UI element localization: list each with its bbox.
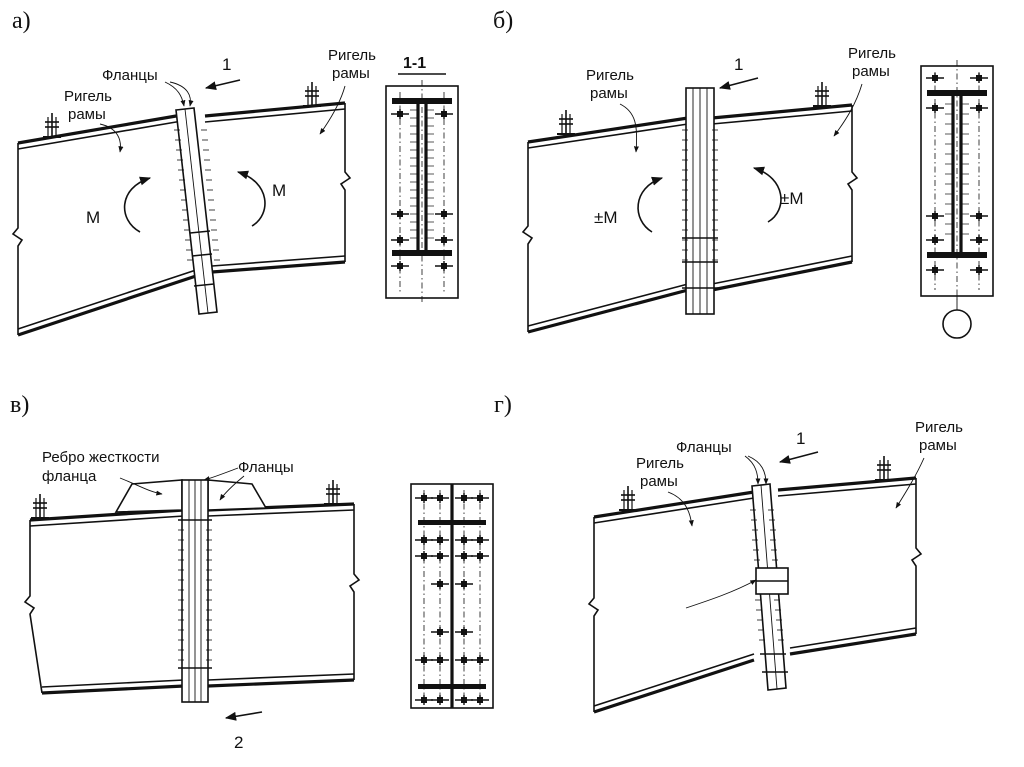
panel-a-section-view: 1-1 [385, 55, 459, 304]
panel-a-flange-plates [174, 107, 220, 315]
panel-d-section-arrow [778, 451, 819, 464]
panel-b-left-girder [521, 116, 689, 334]
panel-b-stud-left [556, 109, 576, 135]
panel-c-flange-plates [178, 479, 212, 703]
panel-b-section-circle [942, 309, 972, 339]
panel-d-stud-right [874, 455, 894, 481]
panel-a-girder-right-label-2: рамы [332, 65, 370, 82]
panel-b-girder-right-label-1: Ригель [848, 45, 896, 62]
panel-b: б) [493, 8, 994, 339]
panel-a-label: а) [12, 8, 31, 34]
panel-d-girder-right-label-1: Ригель [915, 419, 963, 436]
panel-a-section-title: 1-1 [403, 55, 426, 72]
panel-c-stiffener-right [207, 479, 268, 511]
panel-b-girder-left-label-2: рамы [590, 85, 628, 102]
panel-d-girder-left-label-1: Ригель [636, 455, 684, 472]
panel-a-moment-arrow-right [236, 170, 266, 227]
panel-c-left-girder [23, 508, 185, 695]
panel-d-right-girder [777, 476, 923, 656]
panel-b-stud-right [812, 81, 832, 107]
panel-a-moment-arrow-left [123, 176, 152, 233]
panel-a-girder-left-label-1: Ригель [64, 88, 112, 105]
panel-b-moment-left: ±М [594, 208, 618, 227]
panel-a-left-girder [11, 113, 197, 337]
panel-d: г) [494, 392, 963, 714]
panel-b-flange-plates [682, 87, 718, 315]
panel-d-left-girder [587, 490, 755, 714]
panel-c-stiffener-left [114, 479, 183, 513]
panel-d-section-arrow-label: 1 [796, 429, 805, 448]
panel-a-right-girder [204, 101, 352, 274]
panel-c-label: в) [10, 392, 29, 418]
panel-a-section-arrow [204, 79, 241, 91]
panel-a-moment-right: М [272, 181, 286, 200]
panel-b-moment-arrow-right [752, 166, 782, 223]
panel-a-flanges-label: Фланцы [102, 67, 158, 84]
panel-c-stud-right [323, 479, 343, 505]
panel-d-stud-left [618, 485, 638, 511]
panel-b-section-view [920, 60, 994, 339]
panel-b-girder-right-label-2: рамы [852, 63, 890, 80]
panel-c-stud-left [30, 493, 50, 519]
panel-a-girder-right-label-1: Ригель [328, 47, 376, 64]
panel-d-flange-plates [750, 483, 789, 691]
panel-d-splice-leader [685, 579, 757, 609]
panel-b-moment-arrow-left [637, 176, 664, 233]
panel-c-section-arrow [224, 711, 263, 721]
panel-a-moment-left: М [86, 208, 100, 227]
panel-d-label: г) [494, 392, 512, 418]
panel-a-section-arrow-label: 1 [222, 55, 231, 74]
panel-b-section-arrow-label: 1 [734, 55, 743, 74]
panel-b-moment-right: ±М [780, 189, 804, 208]
panel-c-section-arrow-label: 2 [234, 733, 243, 752]
panel-d-girder-right-label-2: рамы [919, 437, 957, 454]
panel-c-right-girder [207, 502, 361, 688]
panel-b-section-arrow [718, 77, 759, 90]
panel-c-section-view [410, 483, 494, 709]
panel-d-flanges-label: Фланцы [676, 439, 732, 456]
panel-a-girder-left-label-2: рамы [68, 106, 106, 123]
panel-c-flanges-label: Фланцы [238, 459, 294, 476]
panel-c-stiffener-label-1: Ребро жесткости [42, 449, 160, 466]
panel-a-stud-left [42, 112, 62, 138]
panel-a: а) [11, 8, 459, 337]
panel-d-girder-left-label-2: рамы [640, 473, 678, 490]
panel-c-stiffener-label-2: фланца [42, 468, 97, 485]
panel-b-right-girder [711, 103, 859, 292]
panel-b-label: б) [493, 8, 513, 34]
panel-a-stud-right [302, 81, 322, 107]
panel-b-girder-left-label-1: Ригель [586, 67, 634, 84]
panel-c: в) [10, 392, 494, 752]
